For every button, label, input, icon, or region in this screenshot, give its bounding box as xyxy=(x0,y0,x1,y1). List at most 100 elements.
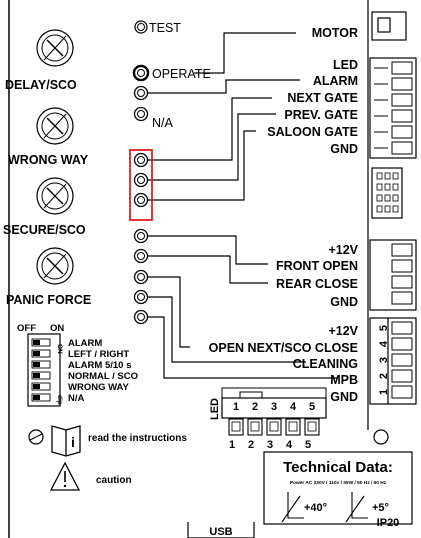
dip-lever-knob xyxy=(33,351,40,356)
leader-prev-gate xyxy=(148,113,276,181)
connector-bottom-number: 4 xyxy=(286,439,293,451)
ribbon-pin xyxy=(392,172,399,180)
ribbon-pin xyxy=(376,172,383,180)
right-terminals xyxy=(367,0,417,430)
label-mpb: MPB xyxy=(330,373,358,387)
screw-icon xyxy=(28,429,44,445)
ribbon-pin xyxy=(384,194,391,202)
terminal-block-numbered[interactable] xyxy=(369,317,417,405)
led-indicator xyxy=(133,228,149,244)
knob-panic-force[interactable]: PANIC FORCE xyxy=(6,247,91,307)
label-prev-gate: PREV. GATE xyxy=(284,108,358,122)
terminal-cell xyxy=(391,125,413,139)
dip-lever[interactable] xyxy=(31,349,51,358)
operate-led-ring xyxy=(132,64,150,82)
dip-side-mark-top: ON xyxy=(56,344,63,354)
highlight-box xyxy=(129,149,153,221)
instructions-text: read the instructions xyxy=(88,433,187,444)
connector-pin xyxy=(285,418,301,436)
terminal-cell xyxy=(391,291,413,305)
test-button[interactable]: TEST xyxy=(134,20,181,35)
ribbon-pin xyxy=(392,194,399,202)
dip-lever-knob xyxy=(33,373,40,378)
connector-bottom-number: 1 xyxy=(229,439,235,451)
tech-temp-min: +5° xyxy=(372,502,389,514)
ribbon-pin xyxy=(376,183,383,191)
led-indicator xyxy=(133,248,149,264)
label-saloon-gate: SALOON GATE xyxy=(267,125,358,139)
dip-option-label: N/A xyxy=(68,393,85,404)
terminal-cell xyxy=(391,321,413,335)
dip-lever[interactable] xyxy=(31,360,51,369)
caution-text: caution xyxy=(96,475,132,486)
connector-top-number: 5 xyxy=(309,401,315,413)
usb-port[interactable]: USB xyxy=(187,522,255,538)
led-indicator xyxy=(133,269,149,285)
ribbon-pin xyxy=(376,194,383,202)
knob-secure-sco[interactable]: SECURE/SCO xyxy=(3,177,86,237)
tech-title: Technical Data: xyxy=(283,459,393,476)
label-12v-b: +12V xyxy=(328,324,358,338)
ribbon-pin xyxy=(384,183,391,191)
dip-side-mark-bottom: dip xyxy=(56,395,63,405)
leader-next-gate xyxy=(148,97,272,161)
label-front-open: FRONT OPEN xyxy=(276,259,358,273)
label-led: LED xyxy=(333,58,358,72)
terminal-cell xyxy=(391,275,413,289)
terminal-cell xyxy=(391,77,413,91)
knob-label: WRONG WAY xyxy=(8,153,89,167)
tech-ip-rating: IP20 xyxy=(377,517,400,529)
technical-data-panel: Technical Data: Power AC 230V / 110v / 3… xyxy=(263,429,413,529)
dip-lever[interactable] xyxy=(31,338,51,347)
terminal-block-middle[interactable] xyxy=(369,239,417,311)
leader-open-next xyxy=(148,276,190,348)
led-indicator xyxy=(133,192,149,208)
label-gnd-mid: GND xyxy=(330,295,358,309)
knob-label: PANIC FORCE xyxy=(6,293,91,307)
led-indicator xyxy=(133,106,149,122)
terminal-cell xyxy=(391,109,413,123)
connector-bottom-number: 3 xyxy=(267,439,273,451)
dip-option-label: ALARM 5/10 s xyxy=(68,360,131,371)
connector-number: 3 xyxy=(378,357,390,363)
dip-lever-knob xyxy=(33,384,40,389)
knob-wrong-way[interactable]: WRONG WAY xyxy=(8,107,89,167)
connector-number: 2 xyxy=(378,373,390,379)
connector-top-number: 3 xyxy=(271,401,277,413)
terminal-cell xyxy=(391,369,413,383)
label-gnd-lower: GND xyxy=(330,390,358,404)
ribbon-pin xyxy=(392,183,399,191)
instructions-note: i read the instructions xyxy=(28,425,187,457)
label-rear-close: REAR CLOSE xyxy=(276,277,358,291)
dip-lever-knob xyxy=(33,395,40,400)
terminal-cell xyxy=(391,93,413,107)
label-open-next-sco: OPEN NEXT/SCO CLOSE xyxy=(209,341,358,355)
ribbon-connector[interactable] xyxy=(371,167,403,219)
terminal-cell xyxy=(391,141,413,155)
label-12v-a: +12V xyxy=(328,243,358,257)
svg-text:i: i xyxy=(71,434,75,450)
dip-lever[interactable] xyxy=(31,371,51,380)
test-label: TEST xyxy=(149,21,181,35)
usb-label: USB xyxy=(209,526,232,538)
relay-inner xyxy=(377,17,391,33)
label-cleaning: CLEANING xyxy=(293,357,358,371)
ribbon-pin xyxy=(376,205,383,213)
terminal-block-upper[interactable] xyxy=(369,57,417,159)
tech-power: Power AC 230V / 110v / 35W / 50 Hz / 60 … xyxy=(290,480,387,486)
dip-option-label: WRONG WAY xyxy=(68,382,130,393)
knob-label: SECURE/SCO xyxy=(3,223,86,237)
dip-lever[interactable] xyxy=(31,382,51,391)
dip-lever[interactable] xyxy=(31,393,51,402)
leader-rear-close xyxy=(148,255,268,284)
leader-cleaning xyxy=(148,296,306,363)
knob-delay-sco[interactable]: DELAY/SCO xyxy=(5,29,77,92)
connector-side-label: LED xyxy=(209,398,221,420)
led-indicator xyxy=(133,309,149,325)
leader-led-alarm xyxy=(148,79,300,94)
connector-bottom-number: 5 xyxy=(305,439,311,451)
